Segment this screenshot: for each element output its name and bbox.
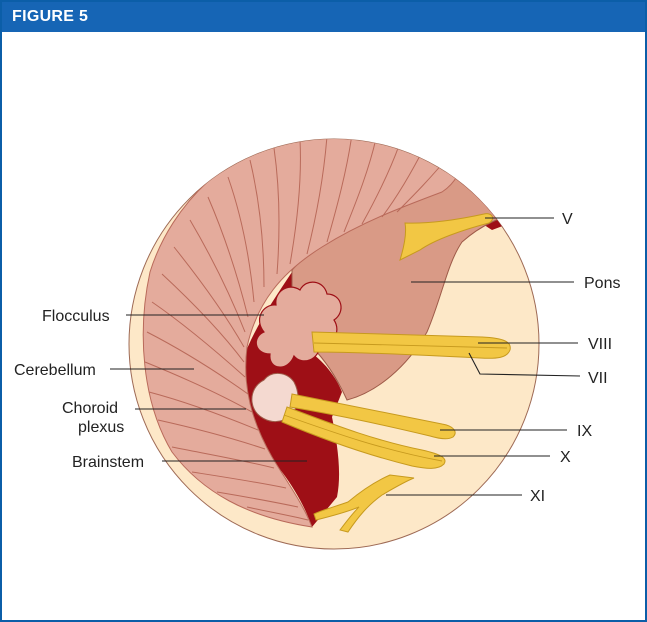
label-brainstem: Brainstem xyxy=(72,454,144,471)
label-cerebellum: Cerebellum xyxy=(14,362,96,379)
label-viii: VIII xyxy=(588,336,612,353)
leader-lines xyxy=(110,217,581,496)
label-choroid-line1: Choroid xyxy=(62,400,118,417)
nerve-v xyxy=(399,213,494,261)
label-flocculus: Flocculus xyxy=(42,308,110,325)
label-ix: IX xyxy=(577,423,592,440)
nerve-ix xyxy=(289,393,456,440)
nerve-vii-strand xyxy=(313,342,508,349)
leader-vii xyxy=(468,352,581,377)
figure-header: FIGURE 5 xyxy=(2,2,645,32)
label-choroid-line2: plexus xyxy=(78,419,124,436)
label-x: X xyxy=(560,449,571,466)
label-vii: VII xyxy=(588,370,608,387)
nerve-xi xyxy=(313,474,415,533)
label-xi: XI xyxy=(530,488,545,505)
label-pons: Pons xyxy=(584,275,620,292)
figure-title: FIGURE 5 xyxy=(12,8,89,25)
label-v: V xyxy=(562,211,573,228)
nerve-x-strand xyxy=(283,414,443,462)
